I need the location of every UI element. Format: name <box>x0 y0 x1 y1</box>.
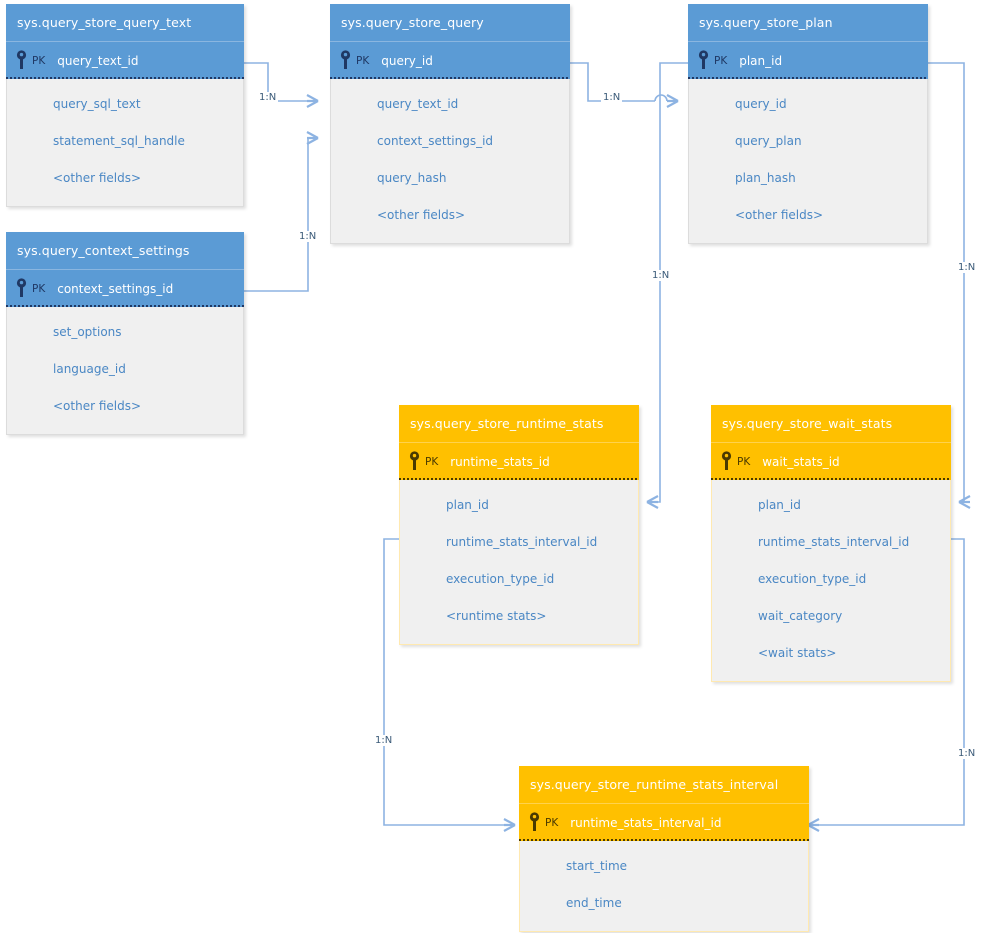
pk-field-name: query_id <box>381 53 433 68</box>
entity-primary-key-row[interactable]: PK plan_id <box>688 42 928 79</box>
cardinality-label: 1:N <box>297 231 319 242</box>
pk-badge: PK <box>425 455 439 468</box>
entity-field[interactable]: <other fields> <box>377 207 466 222</box>
entity-primary-key-row[interactable]: PK wait_stats_id <box>711 443 951 480</box>
connector-context-to-query <box>244 130 320 292</box>
cardinality-label: 1:N <box>257 92 279 103</box>
pk-badge: PK <box>545 816 559 829</box>
pk-badge: PK <box>737 455 751 468</box>
entity-title: sys.query_context_settings <box>6 232 244 270</box>
entity-field[interactable]: query_sql_text <box>53 96 141 111</box>
entity-query-store-query-text[interactable]: sys.query_store_query_text PK query_text… <box>6 4 244 207</box>
entity-primary-key-row[interactable]: PK query_id <box>330 42 570 79</box>
entity-field[interactable]: runtime_stats_interval_id <box>446 534 598 549</box>
entity-field[interactable]: query_plan <box>735 133 802 148</box>
cardinality-label: 1:N <box>956 262 978 273</box>
entity-field[interactable]: query_hash <box>377 170 447 185</box>
entity-field[interactable]: execution_type_id <box>758 571 867 586</box>
entity-query-store-runtime-stats[interactable]: sys.query_store_runtime_stats PK runtime… <box>399 405 639 645</box>
entity-fields: query_sql_text statement_sql_handle <oth… <box>6 79 244 207</box>
pk-field-name: context_settings_id <box>57 281 174 296</box>
entity-field[interactable]: statement_sql_handle <box>53 133 185 148</box>
entity-field[interactable]: plan_id <box>758 497 801 512</box>
pk-field-name: plan_id <box>739 53 783 68</box>
entity-query-context-settings[interactable]: sys.query_context_settings PK context_se… <box>6 232 244 435</box>
connector-plan-to-runtime <box>645 62 688 510</box>
entity-primary-key-row[interactable]: PK context_settings_id <box>6 270 244 307</box>
entity-field[interactable]: <other fields> <box>53 170 142 185</box>
entity-field[interactable]: <other fields> <box>53 398 142 413</box>
entity-title: sys.query_store_query <box>330 4 570 42</box>
key-icon <box>16 50 27 69</box>
entity-field[interactable]: plan_hash <box>735 170 796 185</box>
entity-field[interactable]: end_time <box>566 895 622 910</box>
entity-field[interactable]: <runtime stats> <box>446 608 547 623</box>
entity-fields: query_text_id context_settings_id query_… <box>330 79 570 244</box>
entity-primary-key-row[interactable]: PK runtime_stats_interval_id <box>519 804 809 841</box>
pk-field-name: query_text_id <box>57 53 139 68</box>
entity-title: sys.query_store_wait_stats <box>711 405 951 443</box>
pk-badge: PK <box>356 54 370 67</box>
pk-badge: PK <box>32 282 46 295</box>
entity-field[interactable]: wait_category <box>758 608 843 623</box>
entity-title: sys.query_store_query_text <box>6 4 244 42</box>
entity-field[interactable]: <other fields> <box>735 207 824 222</box>
cardinality-label: 1:N <box>601 92 623 103</box>
key-icon <box>721 451 732 470</box>
entity-title: sys.query_store_runtime_stats_interval <box>519 766 809 804</box>
cardinality-label: 1:N <box>956 748 978 759</box>
pk-field-name: runtime_stats_interval_id <box>570 815 722 830</box>
entity-fields: set_options language_id <other fields> <box>6 307 244 435</box>
entity-fields: start_time end_time <box>519 841 809 932</box>
pk-field-name: runtime_stats_id <box>450 454 550 469</box>
entity-title: sys.query_store_runtime_stats <box>399 405 639 443</box>
entity-fields: query_id query_plan plan_hash <other fie… <box>688 79 928 244</box>
entity-title: sys.query_store_plan <box>688 4 928 42</box>
cardinality-label: 1:N <box>373 735 395 746</box>
connector-query-to-plan <box>570 62 680 109</box>
entity-field[interactable]: <wait stats> <box>758 645 837 660</box>
entity-field[interactable]: context_settings_id <box>377 133 494 148</box>
key-icon <box>529 812 540 831</box>
pk-badge: PK <box>714 54 728 67</box>
pk-field-name: wait_stats_id <box>762 454 840 469</box>
entity-field[interactable]: query_text_id <box>377 96 459 111</box>
entity-field[interactable]: set_options <box>53 324 122 339</box>
entity-field[interactable]: start_time <box>566 858 628 873</box>
entity-field[interactable]: runtime_stats_interval_id <box>758 534 910 549</box>
cardinality-label: 1:N <box>650 270 672 281</box>
entity-query-store-runtime-stats-interval[interactable]: sys.query_store_runtime_stats_interval P… <box>519 766 809 932</box>
key-icon <box>340 50 351 69</box>
entity-query-store-wait-stats[interactable]: sys.query_store_wait_stats PK wait_stats… <box>711 405 951 682</box>
key-icon <box>16 278 27 297</box>
entity-fields: plan_id runtime_stats_interval_id execut… <box>399 480 639 645</box>
entity-field[interactable]: execution_type_id <box>446 571 555 586</box>
pk-badge: PK <box>32 54 46 67</box>
entity-primary-key-row[interactable]: PK runtime_stats_id <box>399 443 639 480</box>
connector-text-to-query <box>244 62 320 109</box>
key-icon <box>409 451 420 470</box>
entity-query-store-query[interactable]: sys.query_store_query PK query_id query_… <box>330 4 570 244</box>
entity-field[interactable]: query_id <box>735 96 787 111</box>
entity-primary-key-row[interactable]: PK query_text_id <box>6 42 244 79</box>
entity-field[interactable]: language_id <box>53 361 126 376</box>
key-icon <box>698 50 709 69</box>
entity-fields: plan_id runtime_stats_interval_id execut… <box>711 480 951 682</box>
entity-query-store-plan[interactable]: sys.query_store_plan PK plan_id query_id… <box>688 4 928 244</box>
entity-field[interactable]: plan_id <box>446 497 489 512</box>
